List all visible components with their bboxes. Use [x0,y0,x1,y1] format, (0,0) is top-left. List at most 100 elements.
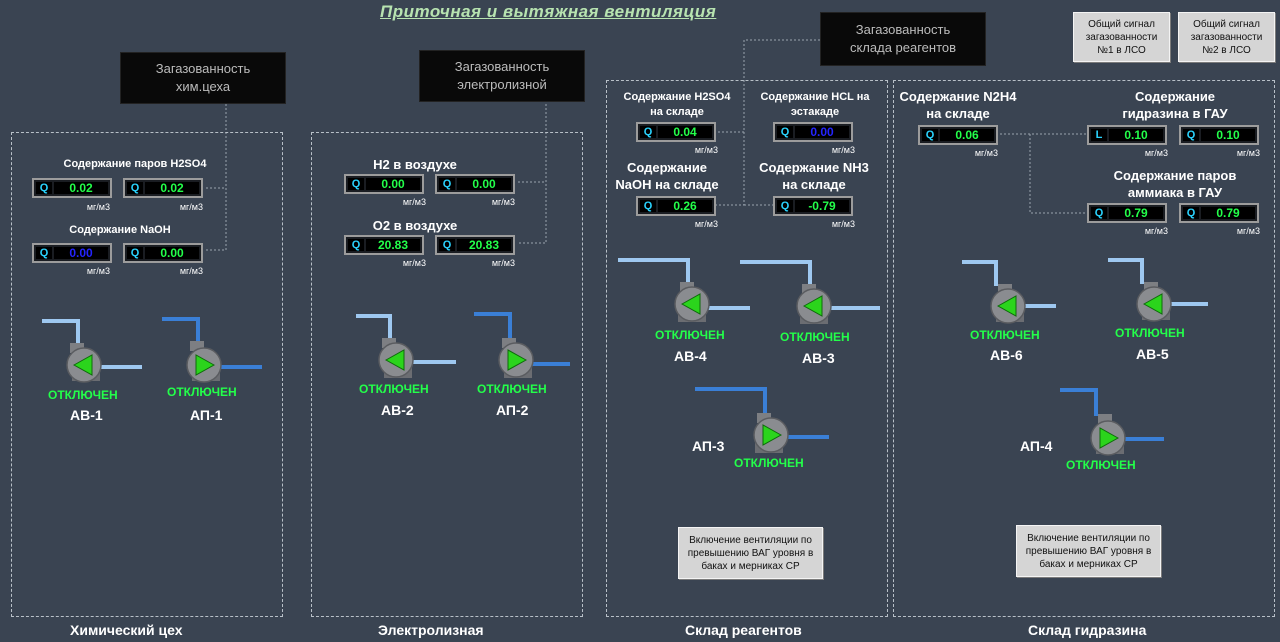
pump-name-av-5: АВ-5 [1136,346,1169,362]
unit-label: мг/м3 [402,197,426,207]
hydr-n2h4-label: Содержание N2H4 на складе [899,89,1017,121]
pump-name-av-3: АВ-3 [802,350,835,366]
store-naoh-label: Содержание NaOH на складе [615,160,719,192]
pump-ap-4[interactable] [1060,386,1164,456]
pump-av-4[interactable] [618,256,750,326]
pump-ap-2[interactable] [474,310,574,380]
chem-h2so4-label: Содержание паров H2SO4 [63,158,207,170]
fan-icon [1108,258,1208,322]
pump-status: ОТКЛЮЧЕН [970,328,1040,342]
hydr-vent-enable-button[interactable]: Включение вентиляции по превышению ВАГ у… [1016,525,1161,577]
pump-status: ОТКЛЮЧЕН [1066,458,1136,472]
fan-icon [162,317,262,383]
fan-icon [474,312,570,378]
gas-electro-button[interactable]: Загазованность электролизной [419,50,585,102]
unit-label: мг/м3 [831,145,855,155]
unit-label: мг/м3 [402,258,426,268]
section-electro [311,132,583,617]
pump-name-ap-3: АП-3 [692,438,725,454]
pump-name-ap-4: АП-4 [1020,438,1053,454]
store-vent-enable-button[interactable]: Включение вентиляции по превышению ВАГ у… [678,527,823,579]
gas-store-button[interactable]: Загазованность склада реагентов [820,12,986,66]
store-nh3-label: Содержание NH3 на складе [759,160,869,192]
section-label-chem: Химический цех [70,622,183,638]
pump-name-av-4: АВ-4 [674,348,707,364]
pump-name-av-2: АВ-2 [381,402,414,418]
hydr-gau-label: Содержание гидразина в ГАУ [1122,89,1228,121]
gas-signal-2-button[interactable]: Общий сигнал загазованности №2 в ЛСО [1178,12,1275,62]
page-title: Приточная и вытяжная вентиляция [380,2,717,21]
unit-label: мг/м3 [1144,148,1168,158]
pump-status: ОТКЛЮЧЕН [1115,326,1185,340]
fan-icon [962,260,1056,324]
electro-h2-label: H2 в воздухе [373,157,457,172]
section-chem [11,132,283,617]
pump-name-ap-1: АП-1 [190,407,223,423]
pump-ap-1[interactable] [162,313,262,383]
fan-icon [356,314,456,378]
unit-label: мг/м3 [86,266,110,276]
fan-icon [1060,388,1164,456]
pump-name-av-1: АВ-1 [70,407,103,423]
pump-status: ОТКЛЮЧЕН [359,382,429,396]
unit-label: мг/м3 [694,219,718,229]
pump-av-5[interactable] [1108,256,1208,326]
unit-label: мг/м3 [1144,226,1168,236]
unit-label: мг/м3 [974,148,998,158]
section-label-store: Склад реагентов [685,622,802,638]
hydr-nh3-label: Содержание паров аммиака в ГАУ [1113,168,1237,200]
unit-label: мг/м3 [179,202,203,212]
unit-label: мг/м3 [491,197,515,207]
electro-o2-label: O2 в воздухе [372,218,458,233]
pump-status: ОТКЛЮЧЕН [48,388,118,402]
pump-av-6[interactable] [962,258,1062,328]
section-store [606,80,888,617]
gas-chem-button[interactable]: Загазованность хим.цеха [120,52,286,104]
pump-status: ОТКЛЮЧЕН [655,328,725,342]
unit-label: мг/м3 [694,145,718,155]
pump-av-1[interactable] [42,315,142,385]
unit-label: мг/м3 [1236,148,1260,158]
pump-status: ОТКЛЮЧЕН [477,382,547,396]
store-h2so4-label: Содержание H2SO4 на складе [623,91,731,118]
pump-av-3[interactable] [740,258,880,328]
unit-label: мг/м3 [1236,226,1260,236]
fan-icon [42,319,142,383]
unit-label: мг/м3 [86,202,110,212]
pump-status: ОТКЛЮЧЕН [167,385,237,399]
gas-signal-1-button[interactable]: Общий сигнал загазованности №1 в ЛСО [1073,12,1170,62]
unit-label: мг/м3 [179,266,203,276]
section-hydrazine [893,80,1275,617]
pump-av-2[interactable] [356,312,456,382]
pump-ap-3[interactable] [695,385,829,455]
unit-label: мг/м3 [831,219,855,229]
unit-label: мг/м3 [491,258,515,268]
section-label-electro: Электролизная [378,622,484,638]
fan-icon [618,258,750,322]
pump-status: ОТКЛЮЧЕН [734,456,804,470]
pump-name-ap-2: АП-2 [496,402,529,418]
store-hcl-label: Содержание HCL на эстакаде [760,91,870,118]
fan-icon [740,260,880,324]
pump-status: ОТКЛЮЧЕН [780,330,850,344]
store-nh3-meter: Q-0.79 [773,196,853,216]
fan-icon [695,387,829,453]
chem-naoh-label: Содержание NaOH [69,224,171,236]
section-label-hydrazine: Склад гидразина [1028,622,1147,638]
